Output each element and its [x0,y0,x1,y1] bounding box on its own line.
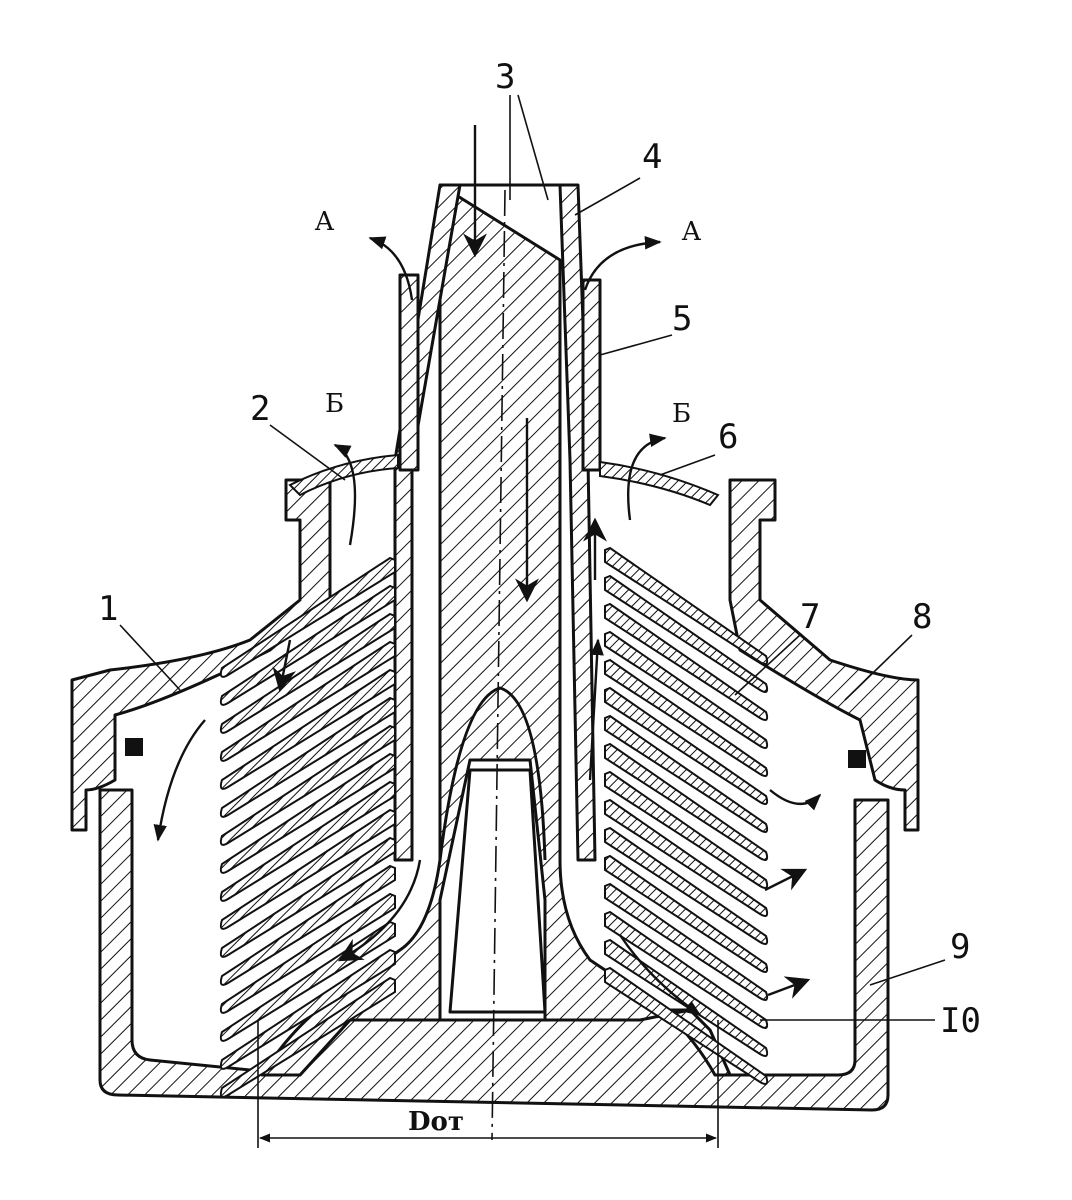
label-10: I0 [940,1001,981,1041]
disc-right [604,854,769,973]
label-dimension: Dот [408,1107,464,1137]
disc-left [219,836,396,958]
disc-left [219,892,396,1014]
label-b-right: Б [672,399,691,429]
disc-right [604,826,769,945]
disc-right [604,798,769,917]
disc-left [219,808,396,930]
disc-right [604,658,769,777]
disc-left [219,948,396,1070]
disc-right [604,966,769,1085]
disc-left [219,724,396,846]
disc-left [219,584,396,706]
disc-right [604,714,769,833]
disc-right [604,630,769,749]
label-6: 6 [718,417,738,457]
label-2: 2 [250,389,270,429]
label-a-left: A [314,207,335,237]
disc-left [219,696,396,818]
disc-left [219,780,396,902]
label-a-right: A [681,217,702,247]
label-7: 7 [800,597,820,637]
disc-right [604,574,769,693]
label-3: 3 [495,57,515,97]
disc-left [219,612,396,734]
flow-arrows [153,125,822,1016]
disc-stack-right [604,546,769,1085]
disc-right [604,546,769,665]
disc-right [604,742,769,861]
callout-labels: 3 4 5 6 2 1 7 8 9 I0 A A Б Б Dот [98,57,981,1137]
label-9: 9 [950,927,970,967]
label-4: 4 [642,137,662,177]
disc-left [219,752,396,874]
disc-stack-left [219,556,396,1098]
centerline [491,189,506,1141]
disc-left [219,556,396,678]
leader-lines [119,94,946,1021]
dimension-line [257,1020,719,1148]
disc-left [219,864,396,986]
disc-right [604,602,769,721]
label-5: 5 [672,299,692,339]
disc-left [219,668,396,790]
label-1: 1 [98,589,118,629]
label-8: 8 [912,597,932,637]
disc-left [219,976,396,1098]
disc-right [604,686,769,805]
disc-right [604,882,769,1001]
disc-left [219,640,396,762]
seal-rings [125,738,866,768]
disc-right [604,770,769,889]
label-b-left: Б [325,389,344,419]
